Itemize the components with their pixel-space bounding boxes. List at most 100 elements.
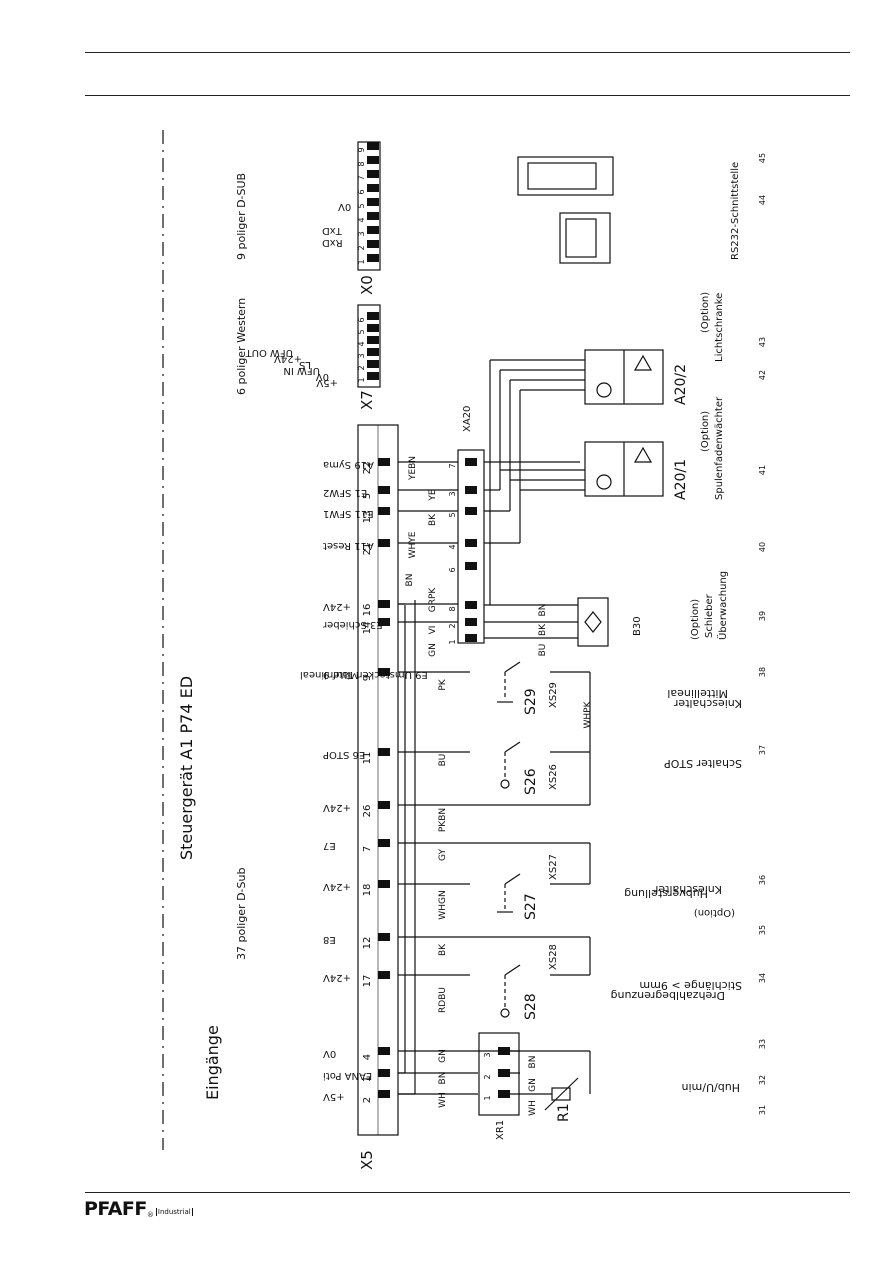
column-number-42: 42 (758, 370, 767, 380)
x5-pin-11-signal: E6 STOP (323, 749, 365, 760)
x5-pin-12-signal: E8 (323, 934, 336, 945)
xa20-pin-7-dot (465, 458, 477, 466)
desc-knie-2: Hubverstellung (624, 887, 708, 900)
x7-pin-4-number: 4 (357, 341, 366, 346)
xr1-pin-3-dot (498, 1047, 510, 1055)
x5-pin-13-dot (378, 507, 390, 515)
x5-pin-5-signal: E1 SFW2 (323, 487, 367, 498)
wire-color-8: PKBN (438, 808, 448, 832)
desc-schieber-2: Überwachung (716, 571, 729, 640)
wire-color-1: WH (438, 1092, 448, 1108)
x7-pin-6-number: 6 (357, 317, 366, 322)
xr1-pin-2-number: 2 (483, 1074, 492, 1079)
x5-pin-21-signal: A11 Reset (323, 540, 374, 551)
xr1-pin-2-dot (498, 1069, 510, 1077)
xa20-pin-8-dot (465, 601, 477, 609)
xs27-label: XS27 (548, 854, 559, 880)
x0-pin-3-dot (367, 226, 379, 234)
x7-pin-5-dot (367, 324, 379, 332)
brand-sub: Industrial (155, 1208, 193, 1216)
x0-pin-5-number: 5 (357, 203, 366, 208)
x0-pin-2-dot (367, 240, 379, 248)
wire-color-5: BK (438, 943, 448, 956)
xa20-pin-5-dot (465, 507, 477, 515)
inputs-title: Eingänge (203, 1025, 222, 1100)
xa20-pin-3-dot (465, 486, 477, 494)
x5-pin-1-signal: EANA Poti (323, 1070, 372, 1081)
x0-pin-5-dot (367, 198, 379, 206)
x5-pin-12-dot (378, 933, 390, 941)
xa20-pin-8-number: 8 (448, 606, 457, 611)
western6-title: 6 poliger Western (235, 298, 248, 395)
x5-pin-26-dot (378, 801, 390, 809)
wire-color-23: BU (538, 644, 548, 657)
x0-signal-rxd: RxD (322, 237, 343, 248)
x5-pin-4-dot (378, 1047, 390, 1055)
x0-signal-txd: TxD (322, 225, 343, 236)
x5-pin-7-signal: E7 (323, 840, 336, 851)
column-number-41: 41 (758, 465, 767, 475)
x7-pin-6-dot (367, 312, 379, 320)
wire-color-14: WHYE (408, 531, 418, 558)
x0-pin-7-dot (367, 170, 379, 178)
column-number-37: 37 (758, 745, 767, 755)
wire-color-9: BU (438, 754, 448, 767)
xa20-pin-4-number: 4 (448, 544, 457, 549)
x0-signal-0v: 0V (338, 201, 351, 212)
xa20-pin-2-number: 2 (448, 623, 457, 628)
x0-pin-1-number: 1 (357, 259, 366, 264)
x7-pin-2-dot (367, 360, 379, 368)
x5-pin-4-signal: 0V (323, 1048, 336, 1059)
x5-pin-5-number: 5 (362, 493, 373, 499)
r1-label: R1 (556, 1103, 572, 1122)
x0-pin-3-number: 3 (357, 231, 366, 236)
x5-pin-22-signal: A19 Syma (323, 459, 374, 470)
wire-color-2: BN (438, 1072, 448, 1085)
x7-signal-2: 0V (316, 371, 329, 382)
x0-pin-1-dot (367, 254, 379, 262)
x7-signal-5: +24V (274, 353, 302, 364)
x7-signal-1: +5V (316, 377, 338, 388)
x5-pin-18-signal: +24V (323, 881, 351, 892)
x5-label: X5 (358, 1150, 376, 1170)
wire-color-16: YE (428, 489, 438, 501)
x5-pin-14-number: 14 (362, 622, 373, 635)
desc-spulen-opt: (Option) (700, 411, 711, 452)
s29-label: S29 (523, 688, 539, 715)
desc-spulen: Spulenfadenwächter (714, 396, 725, 500)
x0-pin-9-dot (367, 142, 379, 150)
x5-pin-7-dot (378, 839, 390, 847)
xa20-label: XA20 (462, 406, 473, 432)
desc-stop: Schalter STOP (664, 757, 742, 770)
x5-pin-26-number: 26 (362, 805, 373, 818)
x5-pin-4-number: 4 (362, 1054, 373, 1060)
xa20-pin-1-number: 1 (448, 639, 457, 644)
xr1-pin-1-dot (498, 1090, 510, 1098)
controller-title: Steuergerät A1 P74 ED (177, 676, 196, 860)
xa20-pin-2-dot (465, 618, 477, 626)
x5-pin-21-dot (378, 539, 390, 547)
x7-pin-1-dot (367, 372, 379, 380)
x0-pin-7-number: 7 (357, 175, 366, 180)
desc-licht: Lichtschranke (714, 293, 725, 362)
brand-word: PFAFF (84, 1198, 147, 1220)
x7-signal-4: LS (299, 359, 311, 370)
x5-pin-14-signal: E3 Schieber (322, 619, 382, 630)
x5-pin-1-number: 1 (362, 1076, 373, 1082)
x7-pin-3-number: 3 (357, 353, 366, 358)
column-number-36: 36 (758, 875, 767, 885)
desc-licht-opt: (Option) (700, 292, 711, 333)
wire-color-3: GN (438, 1049, 448, 1063)
x5-pin-9-number: 9 (362, 675, 373, 681)
b30-label: B30 (632, 616, 643, 636)
x5-pin-17-number: 17 (362, 975, 373, 988)
xs26-label: XS26 (548, 764, 559, 790)
dsub9-title: 9 poliger D-SUB (235, 173, 248, 260)
x7-pin-3-dot (367, 348, 379, 356)
column-number-43: 43 (758, 337, 767, 347)
xa20-pin-6-number: 6 (448, 567, 457, 572)
x5-pin-9-extra: Mittenlineal (300, 669, 359, 680)
x5-pin-14-dot (378, 618, 390, 626)
xs28-label: XS28 (548, 944, 559, 970)
